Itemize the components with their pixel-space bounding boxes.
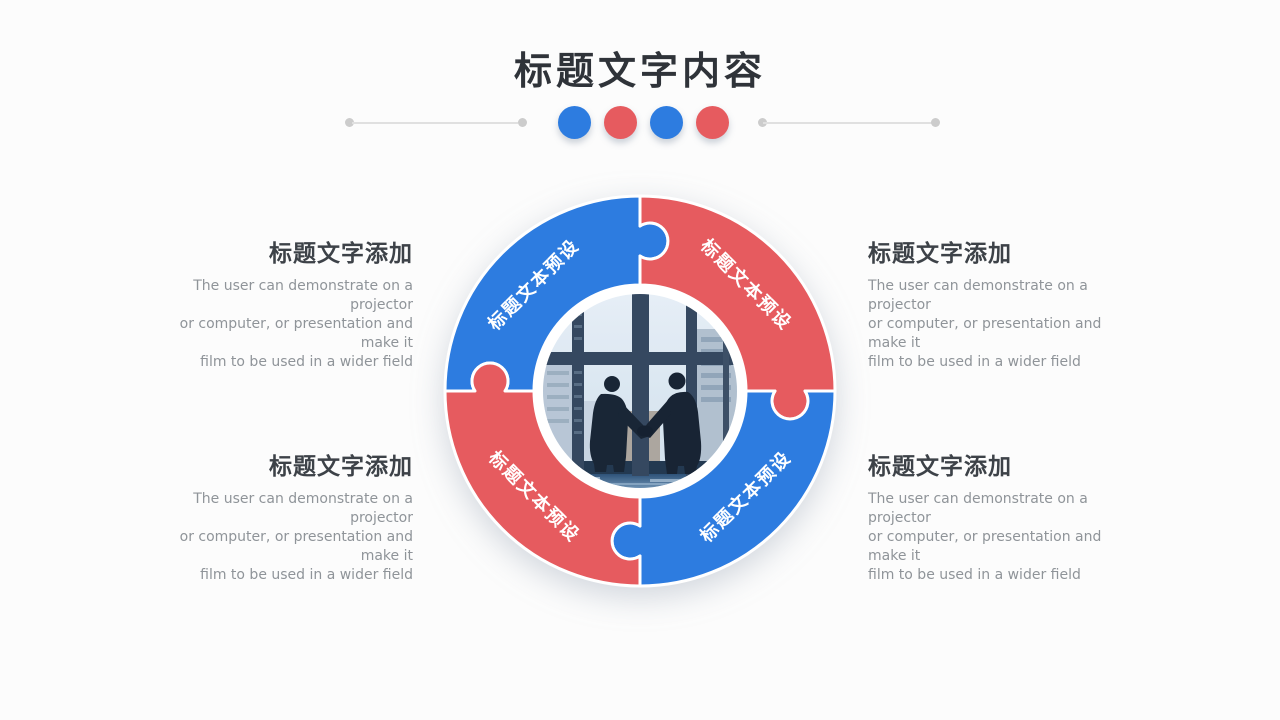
accent-dot (604, 106, 637, 139)
line-end-dot (518, 118, 527, 127)
puzzle-segment-bottom-left (443, 361, 642, 588)
puzzle-ring-diagram: 标题文本预设 标题文本预设 标题文本预设 标题文本预设 (420, 171, 860, 611)
photo-tint (543, 294, 737, 488)
block-body: The user can demonstrate on a projector … (179, 491, 413, 583)
divider-line-right (763, 122, 932, 124)
block-title: 标题文字添加 (868, 241, 1012, 267)
text-block-left-bottom: 标题文字添加 The user can demonstrate on a pro… (137, 453, 413, 585)
puzzle-ring-svg: 标题文本预设 标题文本预设 标题文本预设 标题文本预设 (443, 194, 837, 588)
line-end-dot (931, 118, 940, 127)
divider-line-left (352, 122, 518, 124)
accent-dot (558, 106, 591, 139)
text-block-right-top: 标题文字添加 The user can demonstrate on a pro… (868, 240, 1144, 372)
block-body: The user can demonstrate on a projector … (868, 278, 1102, 370)
accent-dot (696, 106, 729, 139)
text-block-right-bottom: 标题文字添加 The user can demonstrate on a pro… (868, 453, 1144, 585)
block-body: The user can demonstrate on a projector … (179, 278, 413, 370)
block-title: 标题文字添加 (269, 241, 413, 267)
block-title: 标题文字添加 (269, 454, 413, 480)
handshake-hands (637, 425, 653, 437)
line-end-dot (345, 118, 354, 127)
accent-dot (650, 106, 683, 139)
page-title: 标题文字内容 (513, 49, 766, 93)
handshake-photo (543, 294, 737, 488)
text-block-left-top: 标题文字添加 The user can demonstrate on a pro… (137, 240, 413, 372)
block-title: 标题文字添加 (868, 454, 1012, 480)
line-end-dot (758, 118, 767, 127)
block-body: The user can demonstrate on a projector … (868, 491, 1102, 583)
